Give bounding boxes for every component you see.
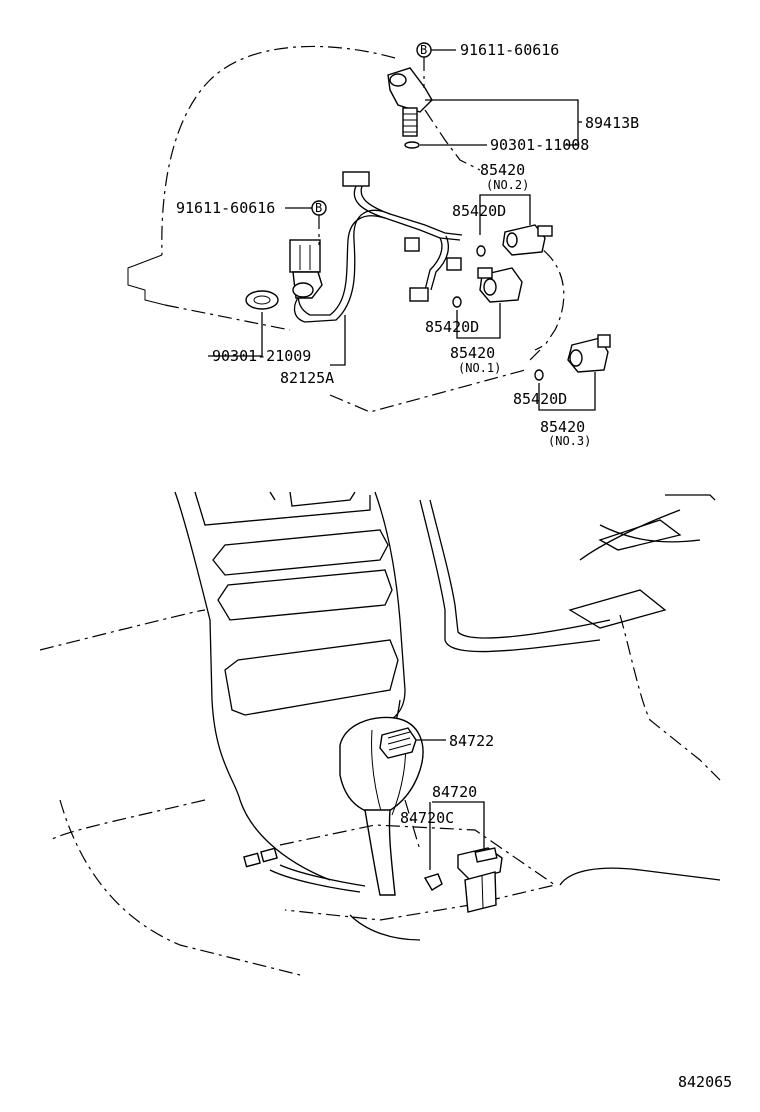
label-sw-no2: 85420 [480, 161, 525, 179]
b-marker-top-text: B [420, 43, 427, 57]
console-floor-line [559, 867, 721, 886]
label-sw-no1: 85420 [450, 344, 495, 362]
label-sensor-assy: 89413B [585, 114, 639, 132]
label-oring-1: 90301-11008 [490, 136, 589, 154]
label-top-bolt: 91611-60616 [460, 41, 559, 59]
label-console-switch-c: 84720C [400, 809, 454, 827]
wiring-harness [293, 171, 463, 323]
switch-no3 [567, 334, 611, 373]
label-sw-no2-sub: (NO.2) [486, 178, 529, 192]
harness-connector [243, 847, 278, 868]
shift-knob-switch [379, 727, 417, 759]
label-sw-no1-sub: (NO.1) [458, 361, 501, 375]
b-marker-top: B [416, 42, 432, 58]
label-sw-no1-d: 85420D [425, 318, 479, 336]
console-switch [457, 847, 503, 913]
b-marker-left: B [311, 200, 327, 216]
floor-outline-lower [59, 799, 301, 976]
console-switch-clip [423, 873, 443, 891]
grommet-no2 [476, 245, 486, 257]
o-ring-small [404, 141, 420, 149]
grommet-no3 [534, 369, 544, 381]
floor-outline-left [39, 609, 206, 651]
label-sw-no3: 85420 [540, 418, 585, 436]
console-outline [279, 824, 557, 921]
label-harness: 82125A [280, 369, 334, 387]
label-sw-no2-d: 85420D [452, 202, 506, 220]
figure-number: 842065 [678, 1073, 732, 1091]
crank-position-sensor [289, 239, 323, 299]
grommet-no1 [452, 296, 462, 308]
label-left-bolt: 91611-60616 [176, 199, 275, 217]
o-ring-large [245, 290, 279, 310]
engine-outline [127, 45, 565, 413]
label-oring-2: 90301-21009 [212, 347, 311, 365]
switch-no1 [477, 267, 523, 303]
floor-outline-right [619, 614, 721, 781]
switch-no2 [502, 224, 553, 256]
label-knob-switch: 84722 [449, 732, 494, 750]
label-console-switch: 84720 [432, 783, 477, 801]
label-sw-no3-sub: (NO.3) [548, 434, 591, 448]
label-sw-no3-d: 85420D [513, 390, 567, 408]
b-marker-left-text: B [315, 201, 322, 215]
cam-position-sensor [387, 67, 433, 137]
floor-outline-mid [49, 799, 206, 841]
